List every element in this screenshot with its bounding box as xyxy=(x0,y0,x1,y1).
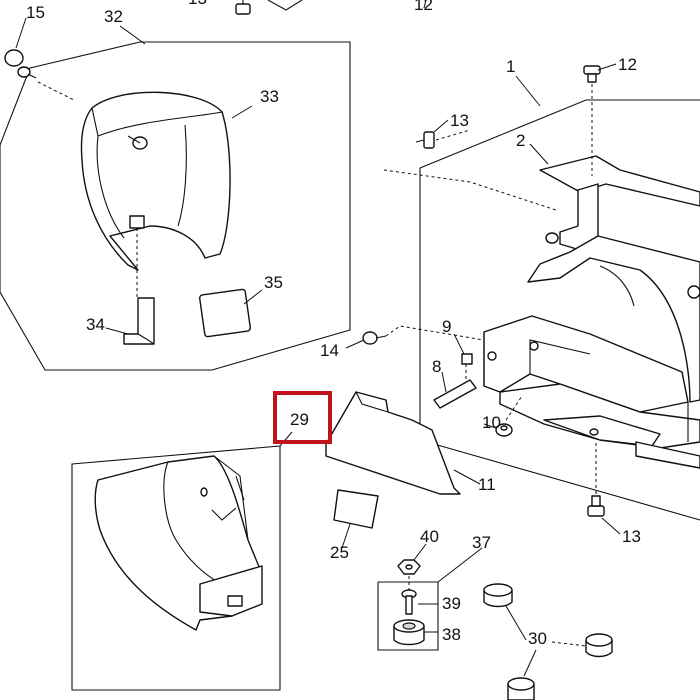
main-shroud-part xyxy=(527,235,700,403)
label-12: 12 xyxy=(618,55,637,74)
nut-icon xyxy=(397,559,421,575)
spacer-icon xyxy=(483,583,513,608)
top-cover-part xyxy=(80,91,231,271)
label-39: 39 xyxy=(442,594,461,613)
screw-icon xyxy=(401,589,417,615)
label-25: 25 xyxy=(330,543,349,562)
label-14: 14 xyxy=(320,341,339,360)
label-1: 1 xyxy=(506,57,515,76)
label-plate-part xyxy=(198,288,252,338)
screw-icon xyxy=(362,331,387,345)
plate-part xyxy=(433,379,477,409)
screw-icon xyxy=(4,49,37,79)
washer-icon xyxy=(393,619,425,646)
spacer-icon xyxy=(585,633,613,658)
screw-icon xyxy=(583,65,601,83)
label-37: 37 xyxy=(472,533,491,552)
label-10: 10 xyxy=(482,413,501,432)
hardware-set xyxy=(377,543,613,700)
highlight-box xyxy=(273,391,332,444)
side-cover-part xyxy=(325,391,481,495)
label-32: 32 xyxy=(104,7,123,26)
label-8: 8 xyxy=(432,357,441,376)
spacer-icon xyxy=(507,677,535,700)
label-13-lower: 13 xyxy=(622,527,641,546)
label-35: 35 xyxy=(264,273,283,292)
label-13-partial: 13 xyxy=(188,0,207,8)
label-30: 30 xyxy=(528,629,547,648)
screw-icon xyxy=(235,0,251,15)
cover-29-detail-panel xyxy=(71,431,293,691)
label-33: 33 xyxy=(260,87,279,106)
screw-icon xyxy=(461,353,473,365)
label-12-top: 12 xyxy=(414,0,433,14)
label-38: 38 xyxy=(442,625,461,644)
rail-bracket-part xyxy=(539,155,700,207)
cover-detail-panel xyxy=(0,17,351,371)
nut-icon xyxy=(495,423,513,437)
label-2: 2 xyxy=(516,131,525,150)
label-plate-part xyxy=(333,489,379,549)
label-15: 15 xyxy=(26,3,45,22)
label-29: 29 xyxy=(290,410,309,429)
label-9: 9 xyxy=(442,317,451,336)
label-13-upper: 13 xyxy=(450,111,469,130)
label-34: 34 xyxy=(86,315,105,334)
label-40: 40 xyxy=(420,527,439,546)
label-11: 11 xyxy=(478,475,496,494)
bracket-part xyxy=(123,297,155,345)
frame-assembly xyxy=(345,0,700,535)
screw-icon xyxy=(415,131,435,149)
screw-icon xyxy=(587,495,605,517)
